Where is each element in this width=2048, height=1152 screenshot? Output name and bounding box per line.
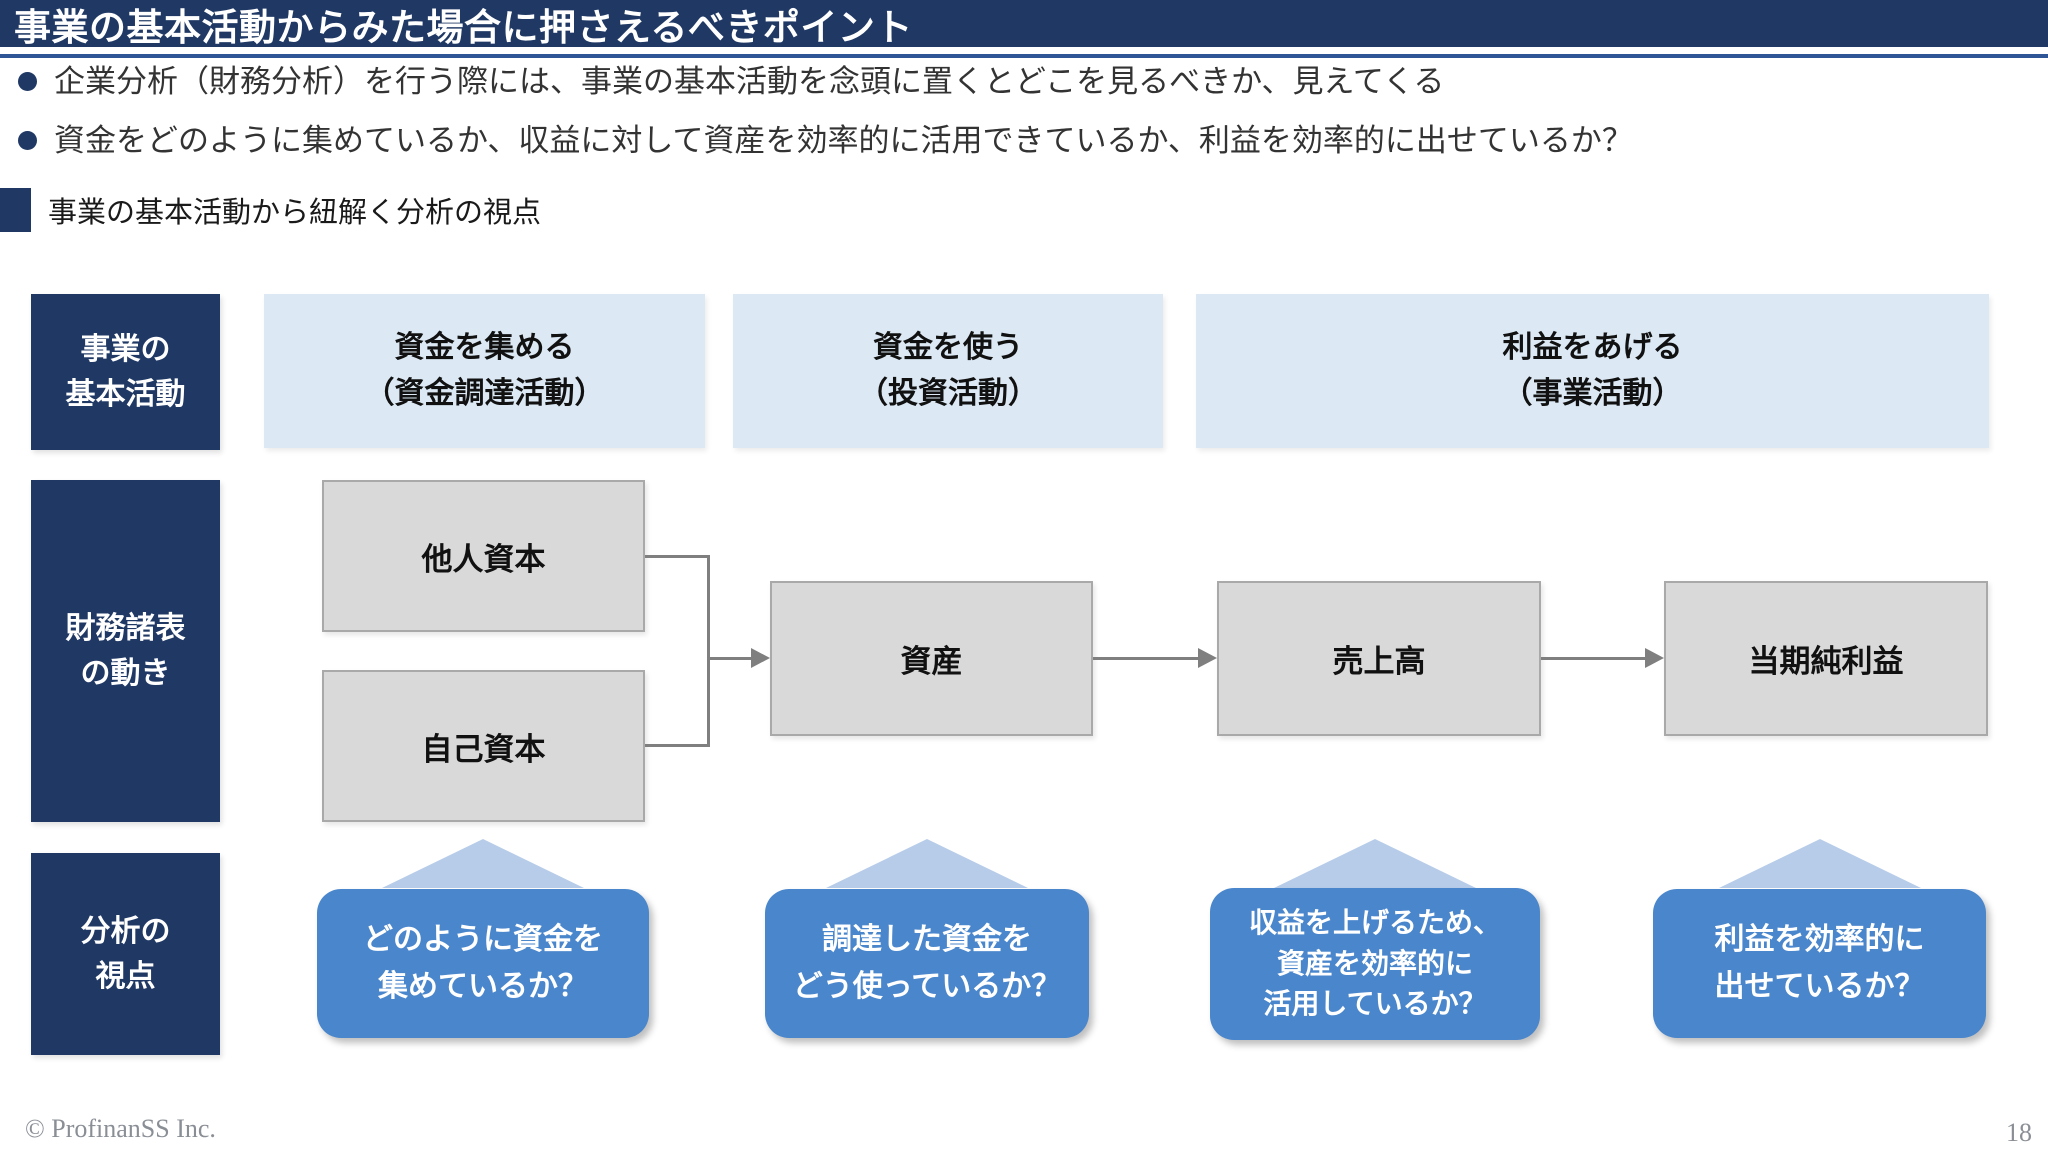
- arrow-head-icon: [1198, 648, 1217, 668]
- box-label: 当期純利益: [1748, 644, 1904, 679]
- box-label: 他人資本: [421, 541, 546, 577]
- bullet-item: 資金をどのように集めているか、収益に対して資産を効率的に活用できているか、利益を…: [18, 121, 1633, 180]
- callout-asset-efficiency: 収益を上げるため、 資産を効率的に 活用しているか？: [1210, 888, 1540, 1040]
- title-underline: [0, 54, 2048, 58]
- box-equity-capital: 自己資本: [322, 670, 645, 822]
- callout-text: 収益を上げるため、 資産を効率的に 活用しているか？: [1248, 907, 1501, 1020]
- bullet-text: 資金をどのように集めているか、収益に対して資産を効率的に活用できているか、利益を…: [54, 123, 1633, 158]
- bullet-list: 企業分析（財務分析）を行う際には、事業の基本活動を念頭に置くとどこを見るべきか、…: [18, 62, 1633, 180]
- bullet-text: 企業分析（財務分析）を行う際には、事業の基本活動を念頭に置くとどこを見るべきか、…: [54, 64, 1445, 99]
- section-heading: 事業の基本活動から紐解く分析の視点: [0, 188, 541, 232]
- activity-header-text: 資金を使う （投資活動）: [858, 330, 1038, 411]
- box-debt-capital: 他人資本: [322, 480, 645, 632]
- box-net-income: 当期純利益: [1664, 581, 1988, 736]
- activity-header-use-funds: 資金を使う （投資活動）: [733, 294, 1163, 448]
- arrow-sales-to-net-income: [1541, 657, 1647, 660]
- footer-page-number: 18: [2006, 1118, 2032, 1147]
- activity-header-earn-profit: 利益をあげる （事業活動）: [1196, 294, 1989, 448]
- callout-pointer-icon: [826, 839, 1028, 888]
- row-label-financial-statements: 財務諸表 の動き: [31, 480, 220, 822]
- bullet-icon: [18, 72, 37, 91]
- bullet-item: 企業分析（財務分析）を行う際には、事業の基本活動を念頭に置くとどこを見るべきか、…: [18, 62, 1633, 121]
- callout-text: 調達した資金を どう使っているか？: [792, 923, 1062, 1003]
- arrow-assets-to-sales: [1093, 657, 1200, 660]
- connector-debt-capital-stub: [645, 555, 709, 558]
- row-label-text: 事業の 基本活動: [65, 333, 186, 411]
- callout-text: どのように資金を 集めているか？: [363, 923, 603, 1003]
- arrow-head-icon: [1645, 648, 1664, 668]
- box-label: 売上高: [1332, 644, 1426, 679]
- box-sales: 売上高: [1217, 581, 1541, 736]
- activity-header-text: 資金を集める （資金調達活動）: [364, 330, 605, 411]
- connector-capital-merge-line: [707, 555, 710, 747]
- callout-pointer-icon: [1719, 839, 1921, 888]
- callout-how-funds-used: 調達した資金を どう使っているか？: [765, 889, 1089, 1038]
- arrow-capital-to-assets: [709, 657, 753, 660]
- callout-pointer-icon: [1274, 839, 1476, 888]
- arrow-head-icon: [751, 648, 770, 668]
- row-label-text: 財務諸表 の動き: [65, 612, 186, 690]
- section-marker-icon: [0, 188, 31, 232]
- slide-title: 事業の基本活動からみた場合に押さえるべきポイント: [14, 6, 913, 48]
- row-label-analysis-viewpoint: 分析の 視点: [31, 853, 220, 1055]
- callout-text: 利益を効率的に 出せているか？: [1714, 923, 1925, 1003]
- title-bar: 事業の基本活動からみた場合に押さえるべきポイント: [0, 0, 2048, 48]
- row-label-text: 分析の 視点: [80, 915, 171, 993]
- callout-how-funds-raised: どのように資金を 集めているか？: [317, 889, 649, 1038]
- footer-copyright: © ProfinanSS Inc.: [25, 1114, 216, 1143]
- callout-pointer-icon: [382, 839, 584, 888]
- callout-profit-efficiency: 利益を効率的に 出せているか？: [1653, 889, 1986, 1038]
- activity-header-raise-funds: 資金を集める （資金調達活動）: [264, 294, 705, 448]
- row-label-basic-activities: 事業の 基本活動: [31, 294, 220, 450]
- box-label: 資産: [900, 644, 963, 679]
- activity-header-text: 利益をあげる （事業活動）: [1502, 330, 1683, 411]
- box-assets: 資産: [770, 581, 1093, 736]
- box-label: 自己資本: [421, 731, 546, 767]
- bullet-icon: [18, 131, 37, 150]
- section-heading-text: 事業の基本活動から紐解く分析の視点: [48, 197, 542, 229]
- connector-equity-capital-stub: [645, 744, 709, 747]
